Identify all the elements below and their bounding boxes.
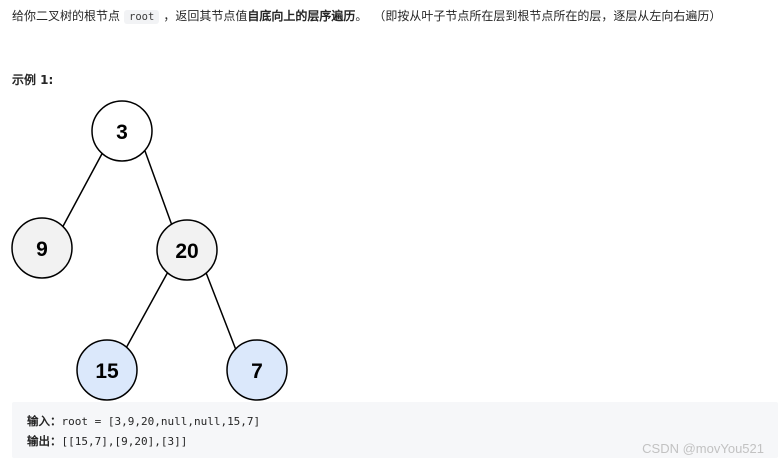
description-mid: ，返回其节点值 [163, 9, 248, 23]
tree-node-7: 7 [226, 339, 288, 401]
tree-node-label: 9 [36, 238, 48, 261]
input-value: root = [3,9,20,null,null,15,7] [61, 415, 261, 428]
tree-node-20: 20 [156, 219, 218, 281]
description-period: 。 [355, 9, 368, 23]
csdn-watermark: CSDN @movYou521 [642, 441, 764, 456]
input-label: 输入： [27, 414, 62, 428]
tree-node-label: 3 [116, 121, 128, 144]
example-title: 示例 1: [12, 73, 54, 87]
example-output-line: 输出：[[15,7],[9,20],[3]] [27, 433, 187, 449]
example-input-line: 输入：root = [3,9,20,null,null,15,7] [27, 413, 260, 429]
description-parenthetical: （即按从叶子节点所在层到根节点所在的层，逐层从左向右遍历） [379, 9, 722, 23]
description-bold: 自底向上的层序遍历 [247, 9, 356, 23]
tree-node-label: 20 [175, 240, 198, 263]
binary-tree-diagram: 3 9 20 15 7 [11, 100, 288, 401]
output-label: 输出： [27, 434, 62, 448]
output-value: [[15,7],[9,20],[3]] [61, 435, 188, 448]
example-io-block: 输入：root = [3,9,20,null,null,15,7] 输出：[[1… [12, 402, 778, 458]
tree-node-15: 15 [76, 339, 138, 401]
tree-node-label: 7 [251, 360, 263, 383]
tree-node-9: 9 [11, 217, 73, 279]
edge-20-15 [124, 269, 170, 351]
tree-node-3: 3 [91, 100, 153, 162]
edge-3-9 [60, 149, 105, 231]
edge-3-20 [144, 150, 175, 232]
edge-20-7 [204, 269, 237, 351]
root-code: root [124, 10, 160, 24]
description-prefix: 给你二叉树的根节点 [12, 9, 121, 23]
tree-node-label: 15 [95, 360, 119, 383]
